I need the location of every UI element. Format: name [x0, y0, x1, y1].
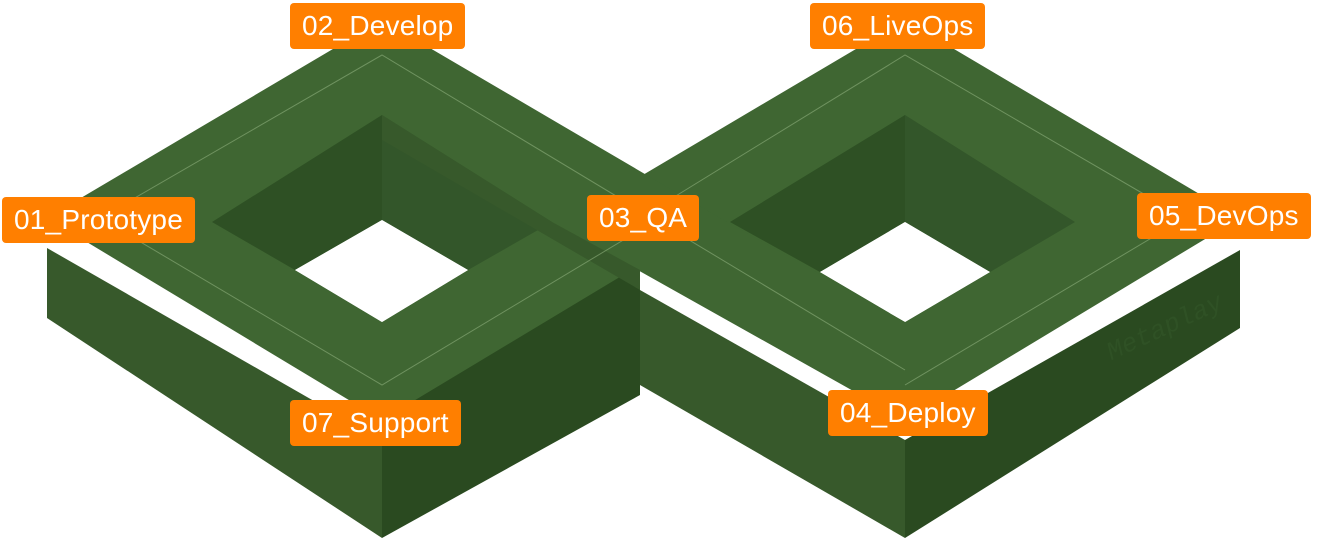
- stage-label-deploy: 04_Deploy: [828, 390, 988, 436]
- right-block-left-side: [640, 290, 905, 538]
- crossing-band-side: [382, 115, 640, 290]
- stage-label-prototype: 01_Prototype: [2, 197, 195, 243]
- right-ring-inner-wall: [730, 115, 905, 272]
- right-ring-inner-wall-right: [905, 115, 1075, 272]
- right-block-right-side: [905, 250, 1240, 538]
- left-ring-inner-wall: [212, 115, 382, 270]
- stage-label-devops: 05_DevOps: [1137, 193, 1311, 239]
- stage-label-liveops: 06_LiveOps: [810, 3, 986, 49]
- stage-label-support: 07_Support: [290, 400, 461, 446]
- stage-label-develop: 02_Develop: [290, 3, 466, 49]
- left-block-left-side: [47, 248, 382, 538]
- right-ring-hole: [820, 222, 990, 322]
- stage-label-qa: 03_QA: [587, 195, 700, 241]
- path-guide-lines: [99, 54, 1186, 386]
- left-ring-hole: [295, 220, 468, 322]
